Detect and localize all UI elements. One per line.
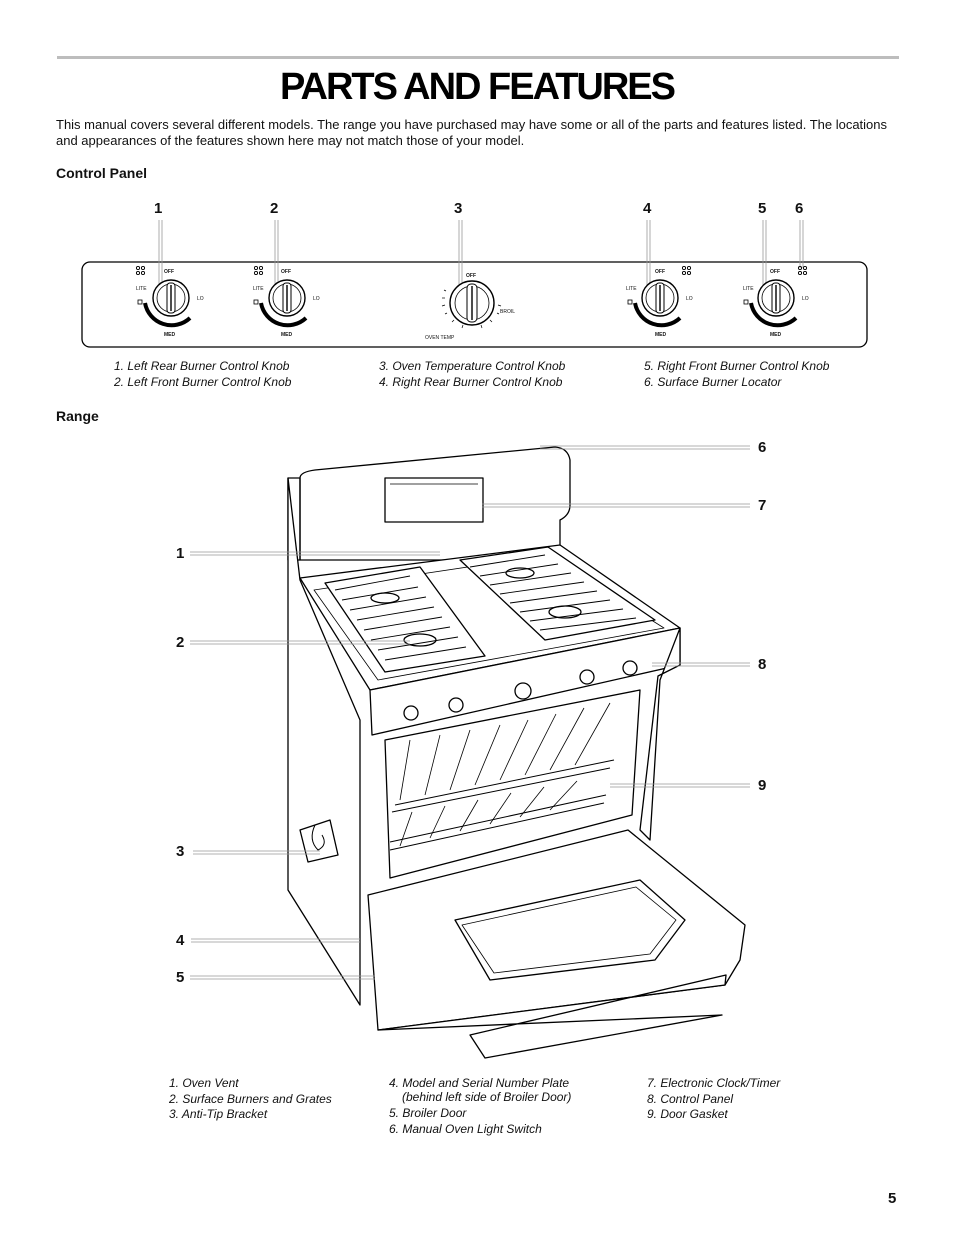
range-captions-col2: 4. Model and Serial Number Plate (behind…: [389, 1076, 572, 1136]
range-heading: Range: [56, 408, 99, 424]
left-rear-burner-knob: [135, 265, 192, 328]
panel-captions-col2: 3. Oven Temperature Control Knob 4. Righ…: [379, 359, 566, 389]
knob1-lite-label: LITE: [136, 286, 147, 292]
knob3-off-label: OFF: [466, 273, 476, 279]
knob4-lo-label: LO: [686, 296, 693, 302]
right-rear-burner-knob: [627, 265, 692, 328]
knob2-lite-label: LITE: [253, 286, 264, 292]
surface-burner-locator-icon: [797, 265, 808, 276]
knob4-off-label: OFF: [655, 269, 665, 275]
knob2-lo-label: LO: [313, 296, 320, 302]
panel-callout-3: 3: [454, 200, 463, 217]
knob5-off-label: OFF: [770, 269, 780, 275]
range-callout-4: 4: [176, 932, 185, 949]
oven-temperature-knob: [441, 280, 502, 329]
knob4-med-label: MED: [655, 332, 667, 338]
knob4-lite-label: LITE: [626, 286, 637, 292]
panel-callout-4: 4: [643, 200, 652, 217]
knob3-oven-temp-label: OVEN TEMP: [425, 335, 455, 341]
control-panel-heading: Control Panel: [56, 165, 148, 181]
range-captions-col1: 1. Oven Vent 2. Surface Burners and Grat…: [169, 1076, 332, 1121]
knob1-lo-label: LO: [197, 296, 204, 302]
panel-callout-1: 1: [154, 200, 163, 217]
range-callout-5: 5: [176, 969, 185, 986]
range-callout-8: 8: [758, 656, 767, 673]
panel-callout-5: 5: [758, 200, 767, 217]
range-callout-3: 3: [176, 843, 185, 860]
knob5-lo-label: LO: [802, 296, 809, 302]
intro-paragraph: This manual covers several different mod…: [56, 117, 888, 148]
range-callout-2: 2: [176, 634, 185, 651]
knob2-off-label: OFF: [281, 269, 291, 275]
range-leader-lines: [190, 445, 750, 980]
range-callout-7: 7: [758, 497, 767, 514]
range-diagram: [287, 446, 746, 1059]
knob5-lite-label: LITE: [743, 286, 754, 292]
knob5-med-label: MED: [770, 332, 782, 338]
panel-callout-2: 2: [270, 200, 279, 217]
panel-captions-col1: 1. Left Rear Burner Control Knob 2. Left…: [114, 359, 292, 389]
panel-callout-6: 6: [795, 200, 804, 217]
page-title: PARTS AND FEATURES: [280, 66, 676, 108]
range-captions-col3: 7. Electronic Clock/Timer 8. Control Pan…: [647, 1076, 781, 1121]
knob3-broil-label: BROIL: [500, 309, 516, 315]
left-front-burner-knob: [253, 265, 308, 328]
range-callout-9: 9: [758, 777, 767, 794]
right-front-burner-knob: [743, 279, 798, 328]
knob2-med-label: MED: [281, 332, 293, 338]
panel-captions-col3: 5. Right Front Burner Control Knob 6. Su…: [644, 359, 830, 389]
range-callout-6: 6: [758, 439, 767, 456]
knob1-med-label: MED: [164, 332, 176, 338]
header-rule: [57, 56, 899, 59]
range-callout-1: 1: [176, 545, 185, 562]
page-number: 5: [888, 1190, 897, 1207]
knob1-off-label: OFF: [164, 269, 174, 275]
